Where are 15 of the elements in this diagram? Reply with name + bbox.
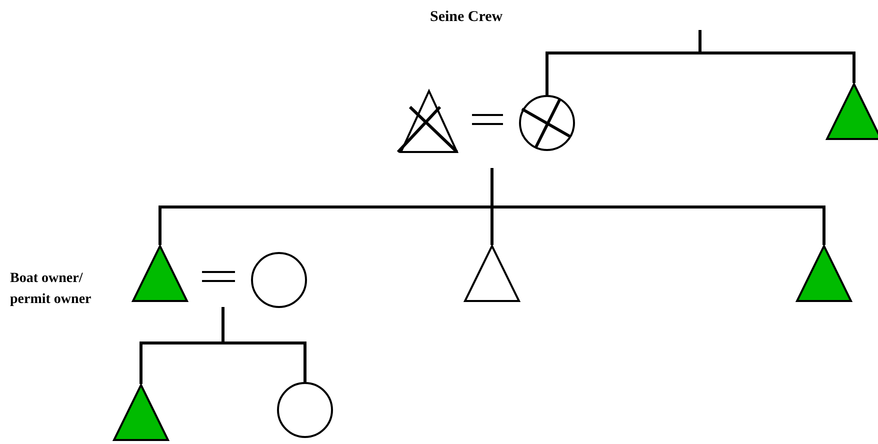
male-symbol xyxy=(826,83,878,140)
male-symbol xyxy=(796,245,852,302)
descent-line xyxy=(222,307,306,382)
deceased-male-symbol xyxy=(400,90,458,153)
female-symbol xyxy=(251,252,307,308)
marriage-line xyxy=(471,114,504,125)
female-symbol xyxy=(277,382,333,438)
male-symbol xyxy=(132,245,188,302)
diagram-title: Seine Crew xyxy=(430,9,503,26)
marriage-line xyxy=(201,271,236,282)
node-caption: Boat owner/ permit owner xyxy=(10,270,92,309)
male-symbol xyxy=(464,245,520,302)
deceased-female-symbol xyxy=(519,95,575,151)
male-symbol xyxy=(113,384,169,441)
descent-line xyxy=(490,168,826,245)
